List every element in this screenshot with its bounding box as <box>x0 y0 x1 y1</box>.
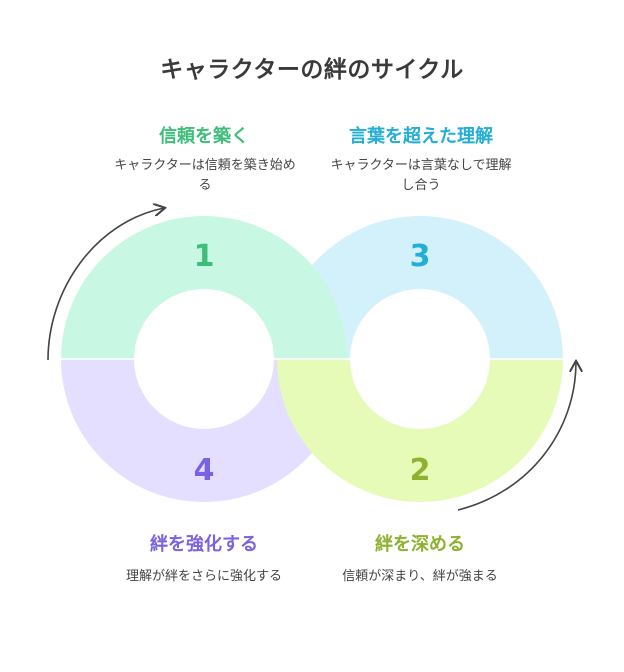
stage-1-number: 1 <box>194 239 215 274</box>
stage-2-description: 信頼が深まり、絆が強まる <box>342 569 498 584</box>
stage-2-number: 2 <box>410 453 431 488</box>
stage-1-title: 信頼を築く <box>159 126 249 147</box>
stage-3-description: キャラクターは言葉なしで理解し合う <box>330 158 512 193</box>
segment-2 <box>277 359 563 502</box>
stage-3-title: 言葉を超えた理解 <box>349 126 493 147</box>
stage-4-description: 理解が絆をさらに強化する <box>125 569 282 584</box>
cycle-arrow-right <box>457 362 576 511</box>
cycle-arrow-left <box>47 208 164 361</box>
stage-1-description: キャラクターは信頼を築き始める <box>114 158 296 193</box>
segment-1 <box>61 216 347 359</box>
stage-2-title: 絆を深める <box>375 534 465 555</box>
stage-4-number: 4 <box>194 453 215 488</box>
stage-4-title: 絆を強化する <box>150 534 258 555</box>
diagram-title: キャラクターの絆のサイクル <box>160 57 464 83</box>
stage-3-number: 3 <box>410 239 431 274</box>
segment-4 <box>61 359 347 502</box>
segment-3 <box>277 216 563 359</box>
